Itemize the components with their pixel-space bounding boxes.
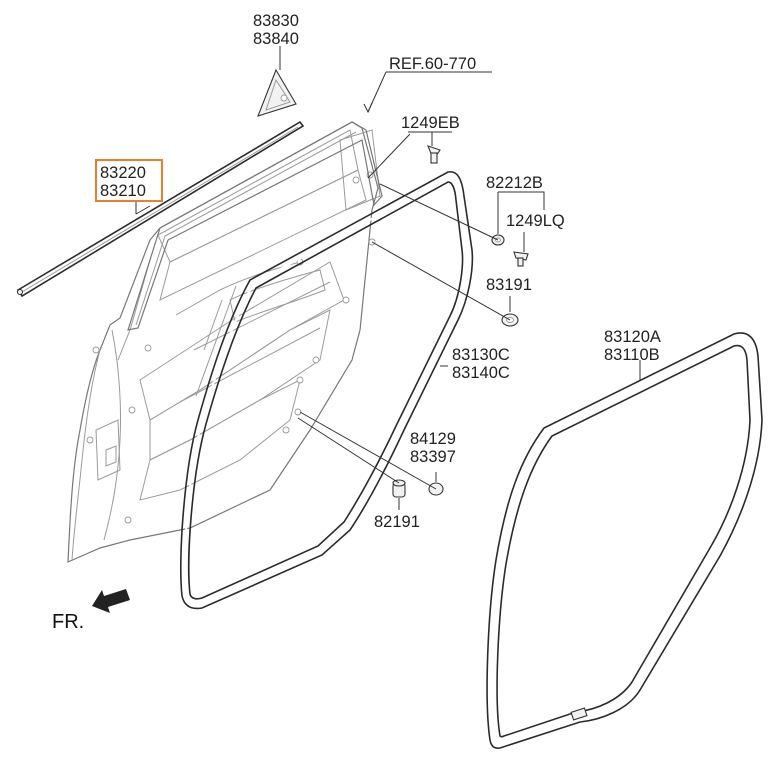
screw-1249lq <box>513 251 529 267</box>
label-84129: 84129 <box>410 430 456 448</box>
label-83110b: 83110B <box>604 346 660 364</box>
front-arrow-icon <box>92 589 130 613</box>
bolt-1249eb <box>427 145 441 164</box>
label-83140c: 83140C <box>452 364 510 382</box>
label-83220: 83220 <box>100 164 146 182</box>
label-82191: 82191 <box>374 513 420 531</box>
part-labels: 83830 83840 REF.60-770 83220 83210 1249E… <box>52 12 661 633</box>
label-1249eb: 1249EB <box>401 114 460 132</box>
label-1249lq: 1249LQ <box>506 212 565 230</box>
door-opening-seal <box>179 171 474 610</box>
selected-part-highlight <box>95 159 163 202</box>
label-83191: 83191 <box>486 276 532 294</box>
label-ref: REF.60-770 <box>389 55 476 73</box>
body-opening-seal <box>486 332 763 749</box>
label-83840: 83840 <box>253 30 299 48</box>
label-82212b: 82212B <box>486 174 543 192</box>
label-83397: 83397 <box>410 448 456 466</box>
leader-lines <box>135 46 641 510</box>
label-83210: 83210 <box>100 182 146 200</box>
door-window-frame <box>127 121 383 331</box>
label-83830: 83830 <box>253 12 299 30</box>
label-fr: FR. <box>52 611 84 633</box>
delta-cover <box>257 68 297 117</box>
belt-moulding <box>16 120 305 298</box>
label-83120a: 83120A <box>604 328 661 346</box>
label-83130c: 83130C <box>452 346 510 364</box>
